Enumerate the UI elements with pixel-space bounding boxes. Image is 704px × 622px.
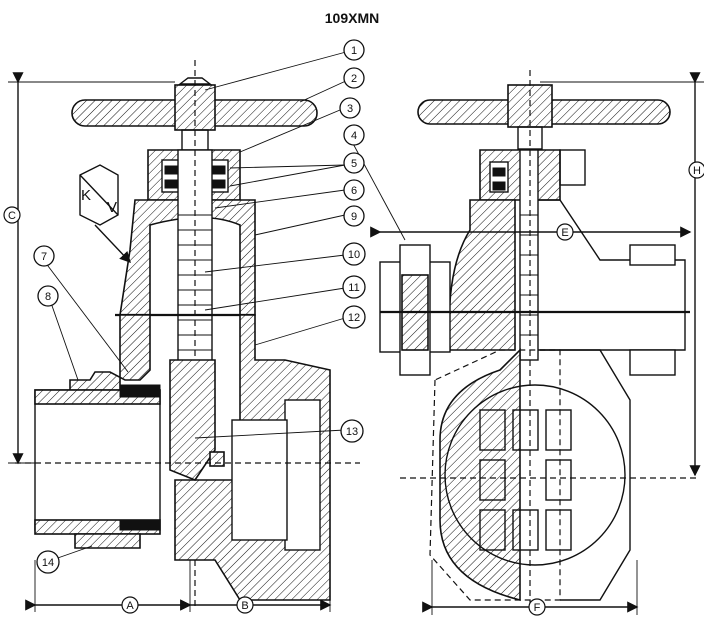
callout-1-text: 1: [351, 45, 357, 57]
dim-h-text: H: [693, 165, 701, 177]
dim-label-b: B: [236, 596, 254, 614]
dim-c-text: C: [8, 210, 16, 222]
callout-3-text: 3: [347, 103, 353, 115]
callout-7-text: 7: [41, 251, 47, 263]
dim-label-c: C: [3, 206, 21, 224]
section-view: K V: [15, 60, 360, 610]
dim-e-text: E: [561, 227, 568, 239]
callout-5-text: 5: [351, 158, 357, 170]
dim-label-h: H: [688, 161, 704, 179]
callout-9: 9: [343, 205, 365, 227]
callout-5: 5: [343, 152, 365, 174]
inlet-pipe: [34, 389, 161, 531]
callout-14-text: 14: [42, 557, 54, 569]
callout-11-text: 11: [348, 282, 359, 294]
dimension-lines: [8, 72, 704, 615]
callout-13: 13: [340, 419, 364, 443]
callout-7: 7: [33, 245, 55, 267]
dim-f-text: F: [534, 602, 541, 614]
callout-14: 14: [36, 550, 60, 574]
callout-3: 3: [339, 97, 361, 119]
callout-10: 10: [342, 242, 366, 266]
callout-1: 1: [343, 39, 365, 61]
callout-4: 4: [343, 124, 365, 146]
callout-6: 6: [343, 179, 365, 201]
drawing-title: 109XMN: [324, 10, 380, 26]
elevation-view: [379, 70, 700, 610]
callout-6-text: 6: [351, 185, 357, 197]
callout-8-text: 8: [45, 291, 51, 303]
callout-13-text: 13: [346, 426, 358, 438]
dim-a-text: A: [126, 600, 134, 612]
callout-8: 8: [37, 285, 59, 307]
callout-4-text: 4: [351, 130, 357, 142]
dim-label-e: E: [556, 223, 574, 241]
dim-b-text: B: [241, 600, 248, 612]
kv-marking: K V: [79, 164, 119, 226]
callout-12: 12: [342, 305, 366, 329]
dim-label-a: A: [121, 596, 139, 614]
marking-v: V: [107, 199, 117, 216]
dim-label-f: F: [528, 598, 546, 616]
marking-k: K: [81, 187, 91, 204]
callout-2-text: 2: [351, 73, 357, 85]
callout-2: 2: [343, 67, 365, 89]
callout-9-text: 9: [351, 211, 357, 223]
leader-lines: [44, 51, 406, 561]
callout-11: 11: [342, 275, 366, 299]
callout-12-text: 12: [348, 312, 360, 324]
callout-10-text: 10: [348, 249, 360, 261]
